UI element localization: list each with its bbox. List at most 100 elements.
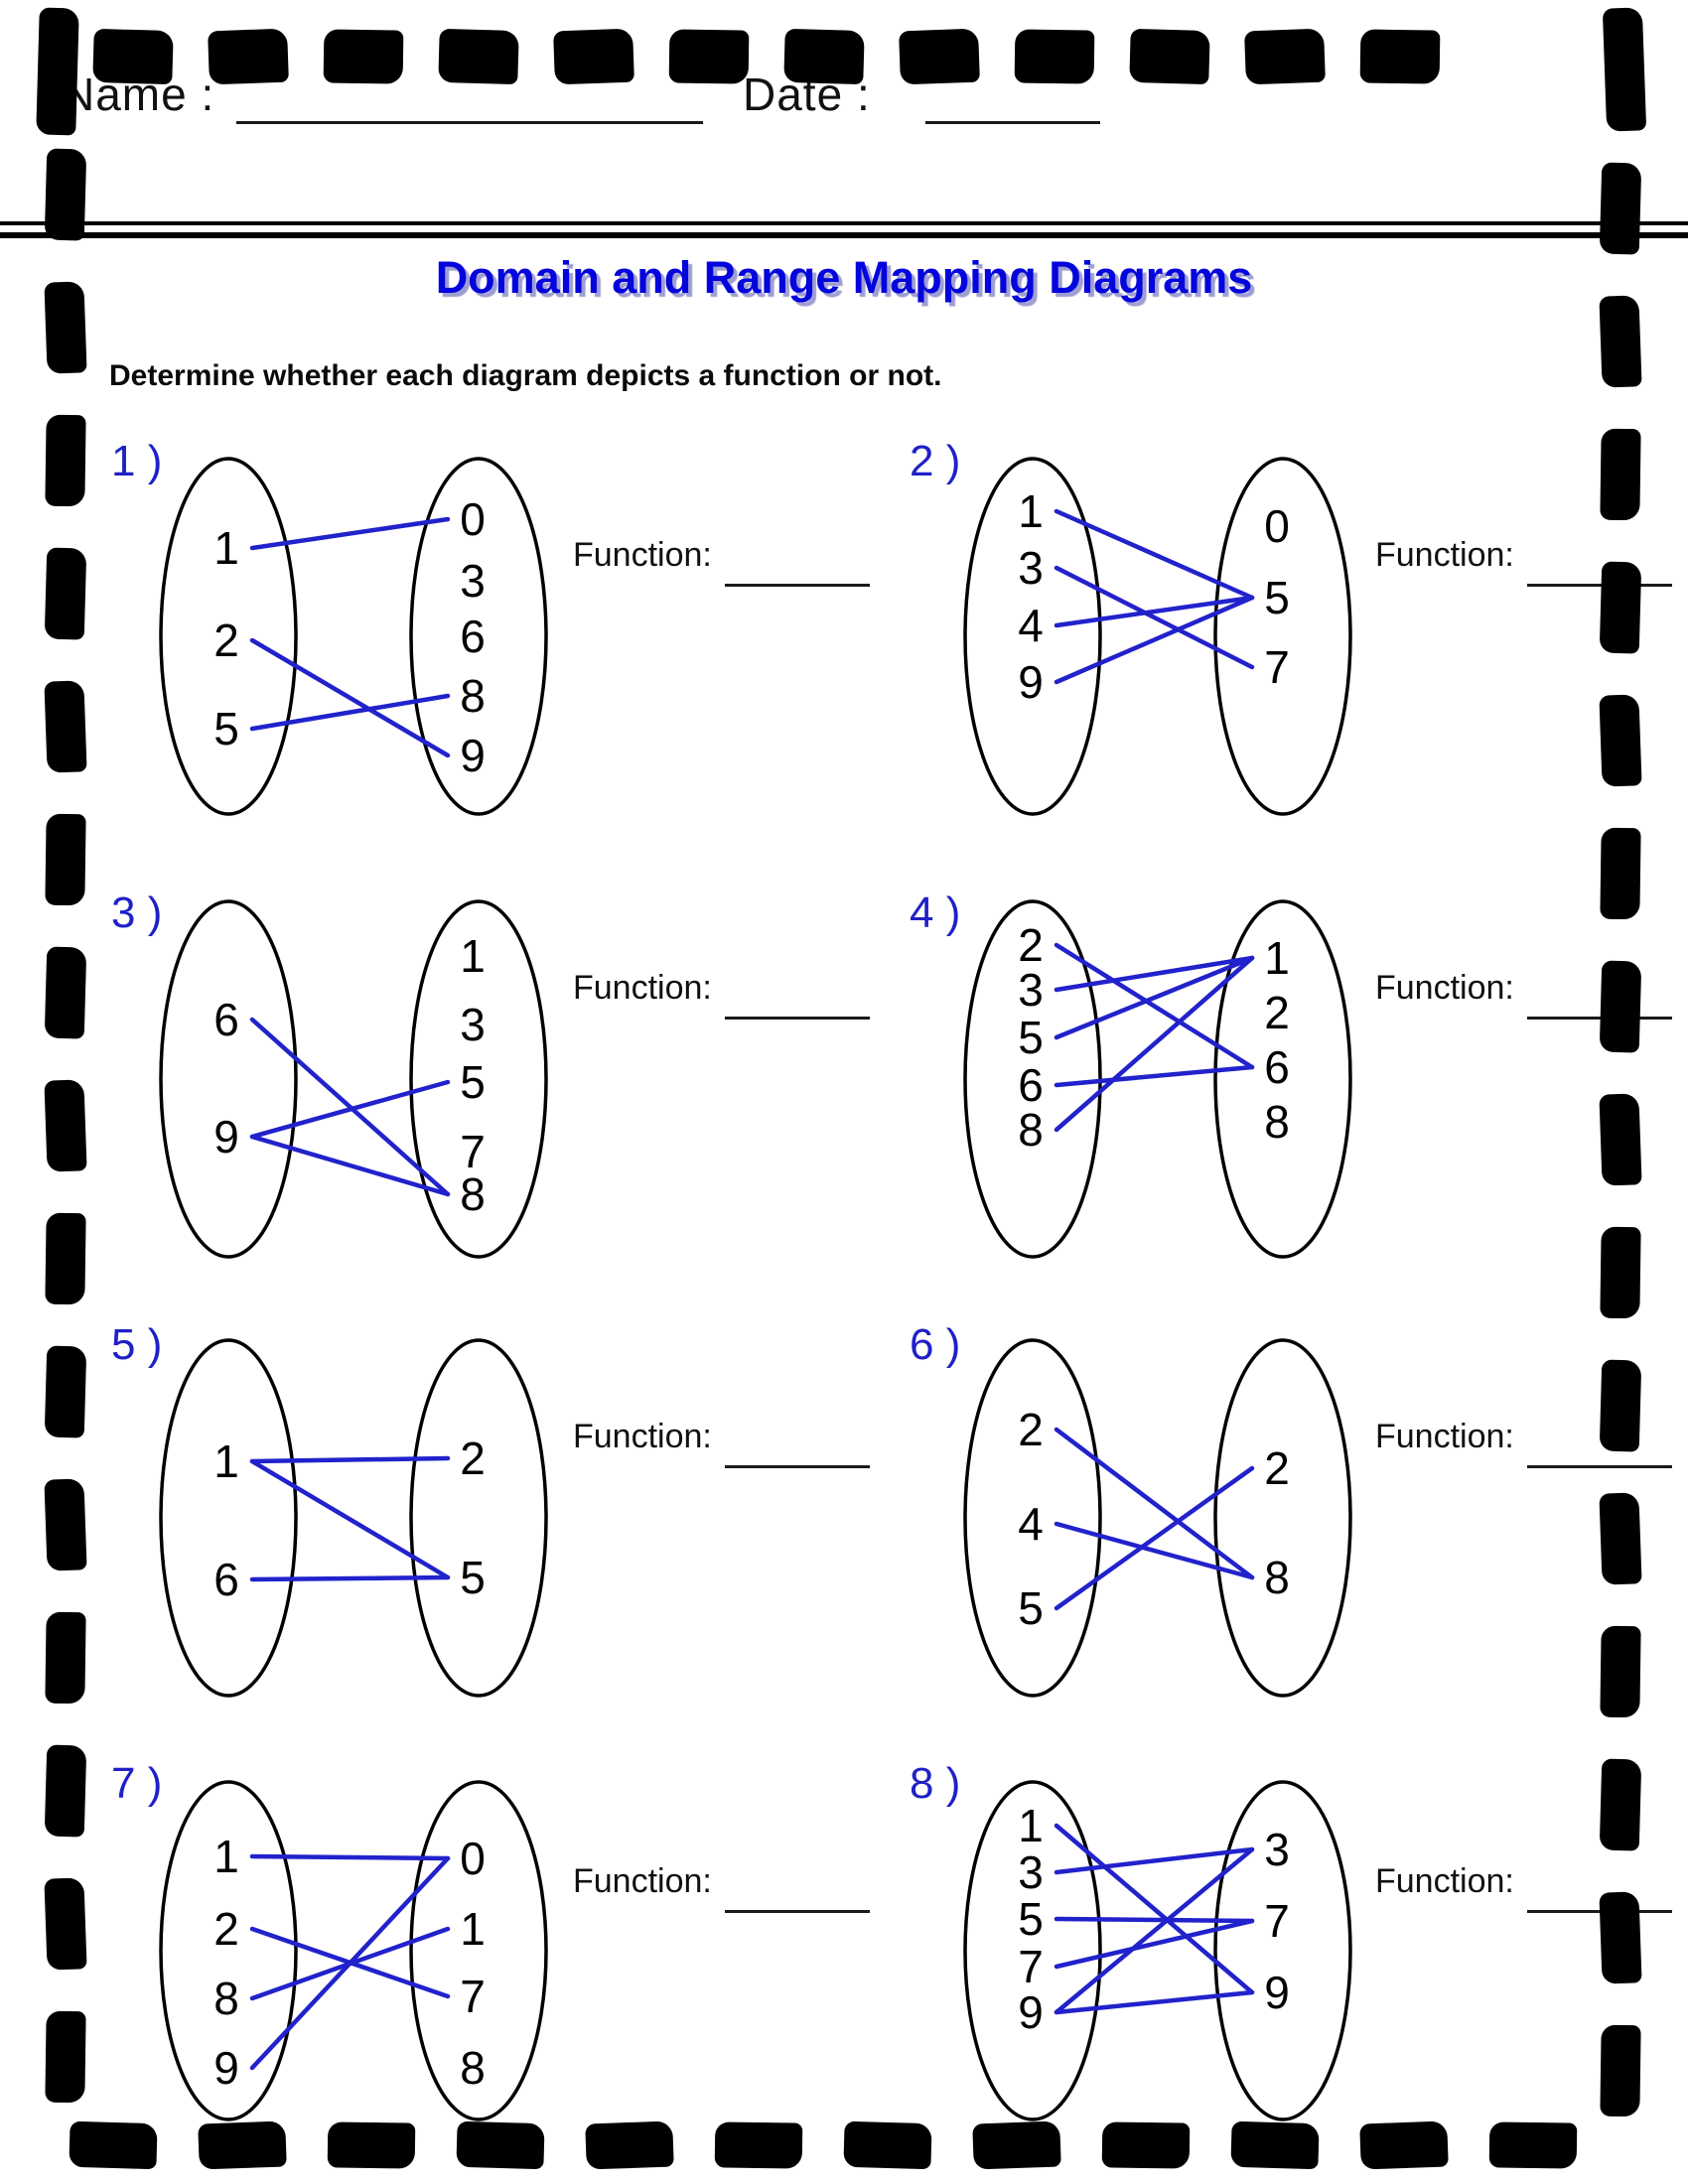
- mapping-line: [1054, 1846, 1255, 2015]
- range-value: 5: [460, 1552, 486, 1603]
- date-blank[interactable]: [925, 121, 1100, 124]
- domain-value: 8: [213, 1973, 239, 2024]
- mapping-line: [1054, 595, 1255, 628]
- border-mark: [45, 1611, 86, 1705]
- function-answer-blank[interactable]: [725, 1017, 870, 1020]
- domain-value: 9: [213, 1111, 239, 1162]
- domain-value: 2: [1018, 1404, 1044, 1455]
- function-answer-blank[interactable]: [725, 1910, 870, 1913]
- border-mark: [714, 2121, 803, 2169]
- domain-value: 6: [213, 1554, 239, 1605]
- domain-oval: [159, 1338, 298, 1698]
- border-mark: [1014, 29, 1095, 84]
- mapping-line: [249, 1574, 451, 1582]
- border-mark: [45, 813, 86, 906]
- function-answer-blank[interactable]: [725, 1465, 870, 1468]
- domain-value: 4: [1018, 600, 1044, 651]
- range-value: 9: [460, 730, 486, 781]
- mapping-line: [1054, 955, 1255, 993]
- border-mark: [1599, 1758, 1642, 1851]
- border-mark: [208, 28, 289, 85]
- problem-number: 8 ): [910, 1759, 961, 1808]
- border-mark: [44, 281, 87, 374]
- border-mark: [327, 2121, 416, 2169]
- mapping-line: [249, 1455, 451, 1464]
- divider-rule-top: [0, 221, 1688, 225]
- range-value: 8: [1264, 1552, 1290, 1603]
- mapping-line: [249, 1853, 451, 1861]
- border-mark: [44, 946, 87, 1039]
- name-blank[interactable]: [236, 121, 703, 124]
- mapping-line: [1054, 1846, 1255, 1875]
- mapping-line: [1054, 1823, 1255, 1995]
- range-value: 1: [1264, 932, 1290, 984]
- mapping-line: [1054, 1918, 1255, 1970]
- border-mark: [1600, 827, 1641, 920]
- border-mark: [44, 1079, 87, 1172]
- border-mark: [1600, 1226, 1641, 1319]
- border-mark: [553, 28, 634, 85]
- domain-value: 3: [1018, 964, 1044, 1016]
- range-oval: [409, 1338, 548, 1698]
- border-mark: [843, 2120, 932, 2170]
- border-mark: [44, 1345, 87, 1438]
- domain-value: 1: [213, 1831, 239, 1882]
- range-value: 7: [1264, 641, 1290, 693]
- mapping-line: [1054, 955, 1255, 1040]
- problem-number: 1 ): [111, 437, 163, 485]
- function-answer-blank[interactable]: [1527, 584, 1672, 587]
- instruction-text: Determine whether each diagram depicts a…: [109, 359, 942, 392]
- function-label: Function:: [573, 1862, 712, 1900]
- range-value: 1: [460, 1903, 486, 1955]
- domain-value: 1: [213, 1435, 239, 1487]
- border-mark: [1599, 960, 1642, 1053]
- border-mark: [972, 2120, 1061, 2170]
- border-mark: [45, 2010, 86, 2104]
- border-mark: [1600, 2024, 1641, 2117]
- border-mark: [45, 414, 86, 507]
- divider-rule-bottom: [0, 232, 1688, 238]
- domain-value: 1: [1018, 485, 1044, 537]
- problem-number: 6 ): [910, 1320, 961, 1369]
- domain-value: 9: [1018, 1986, 1044, 2038]
- domain-value: 5: [1018, 1893, 1044, 1945]
- domain-value: 3: [1018, 542, 1044, 594]
- range-oval: [1213, 1338, 1352, 1698]
- range-value: 7: [460, 1971, 486, 2022]
- mapping-line: [249, 1079, 451, 1140]
- domain-value: 5: [1018, 1012, 1044, 1063]
- mapping-line: [249, 1458, 451, 1580]
- range-value: 6: [1264, 1041, 1290, 1093]
- range-value: 1: [460, 930, 486, 982]
- range-value: 2: [460, 1433, 486, 1484]
- border-mark: [44, 1478, 87, 1571]
- border-mark: [438, 28, 519, 85]
- problem-number: 3 ): [111, 888, 163, 937]
- range-value: 8: [460, 670, 486, 722]
- border-mark: [1230, 2120, 1320, 2170]
- mapping-line: [1054, 1064, 1255, 1088]
- mapping-line: [1054, 1989, 1255, 2015]
- border-mark: [1244, 28, 1326, 85]
- border-mark: [1359, 2120, 1449, 2170]
- range-value: 8: [1264, 1096, 1290, 1148]
- domain-value: 6: [1018, 1059, 1044, 1111]
- mapping-line: [249, 693, 451, 732]
- domain-oval: [963, 457, 1102, 816]
- domain-value: 7: [1018, 1941, 1044, 1992]
- range-oval: [1213, 899, 1352, 1259]
- domain-value: 2: [213, 614, 239, 666]
- function-answer-blank[interactable]: [725, 584, 870, 587]
- domain-oval: [159, 899, 298, 1259]
- border-mark: [1129, 28, 1210, 85]
- border-mark: [36, 7, 79, 136]
- mapping-line: [249, 516, 451, 551]
- range-value: 5: [460, 1056, 486, 1108]
- function-answer-blank[interactable]: [1527, 1465, 1672, 1468]
- domain-value: 3: [1018, 1846, 1044, 1898]
